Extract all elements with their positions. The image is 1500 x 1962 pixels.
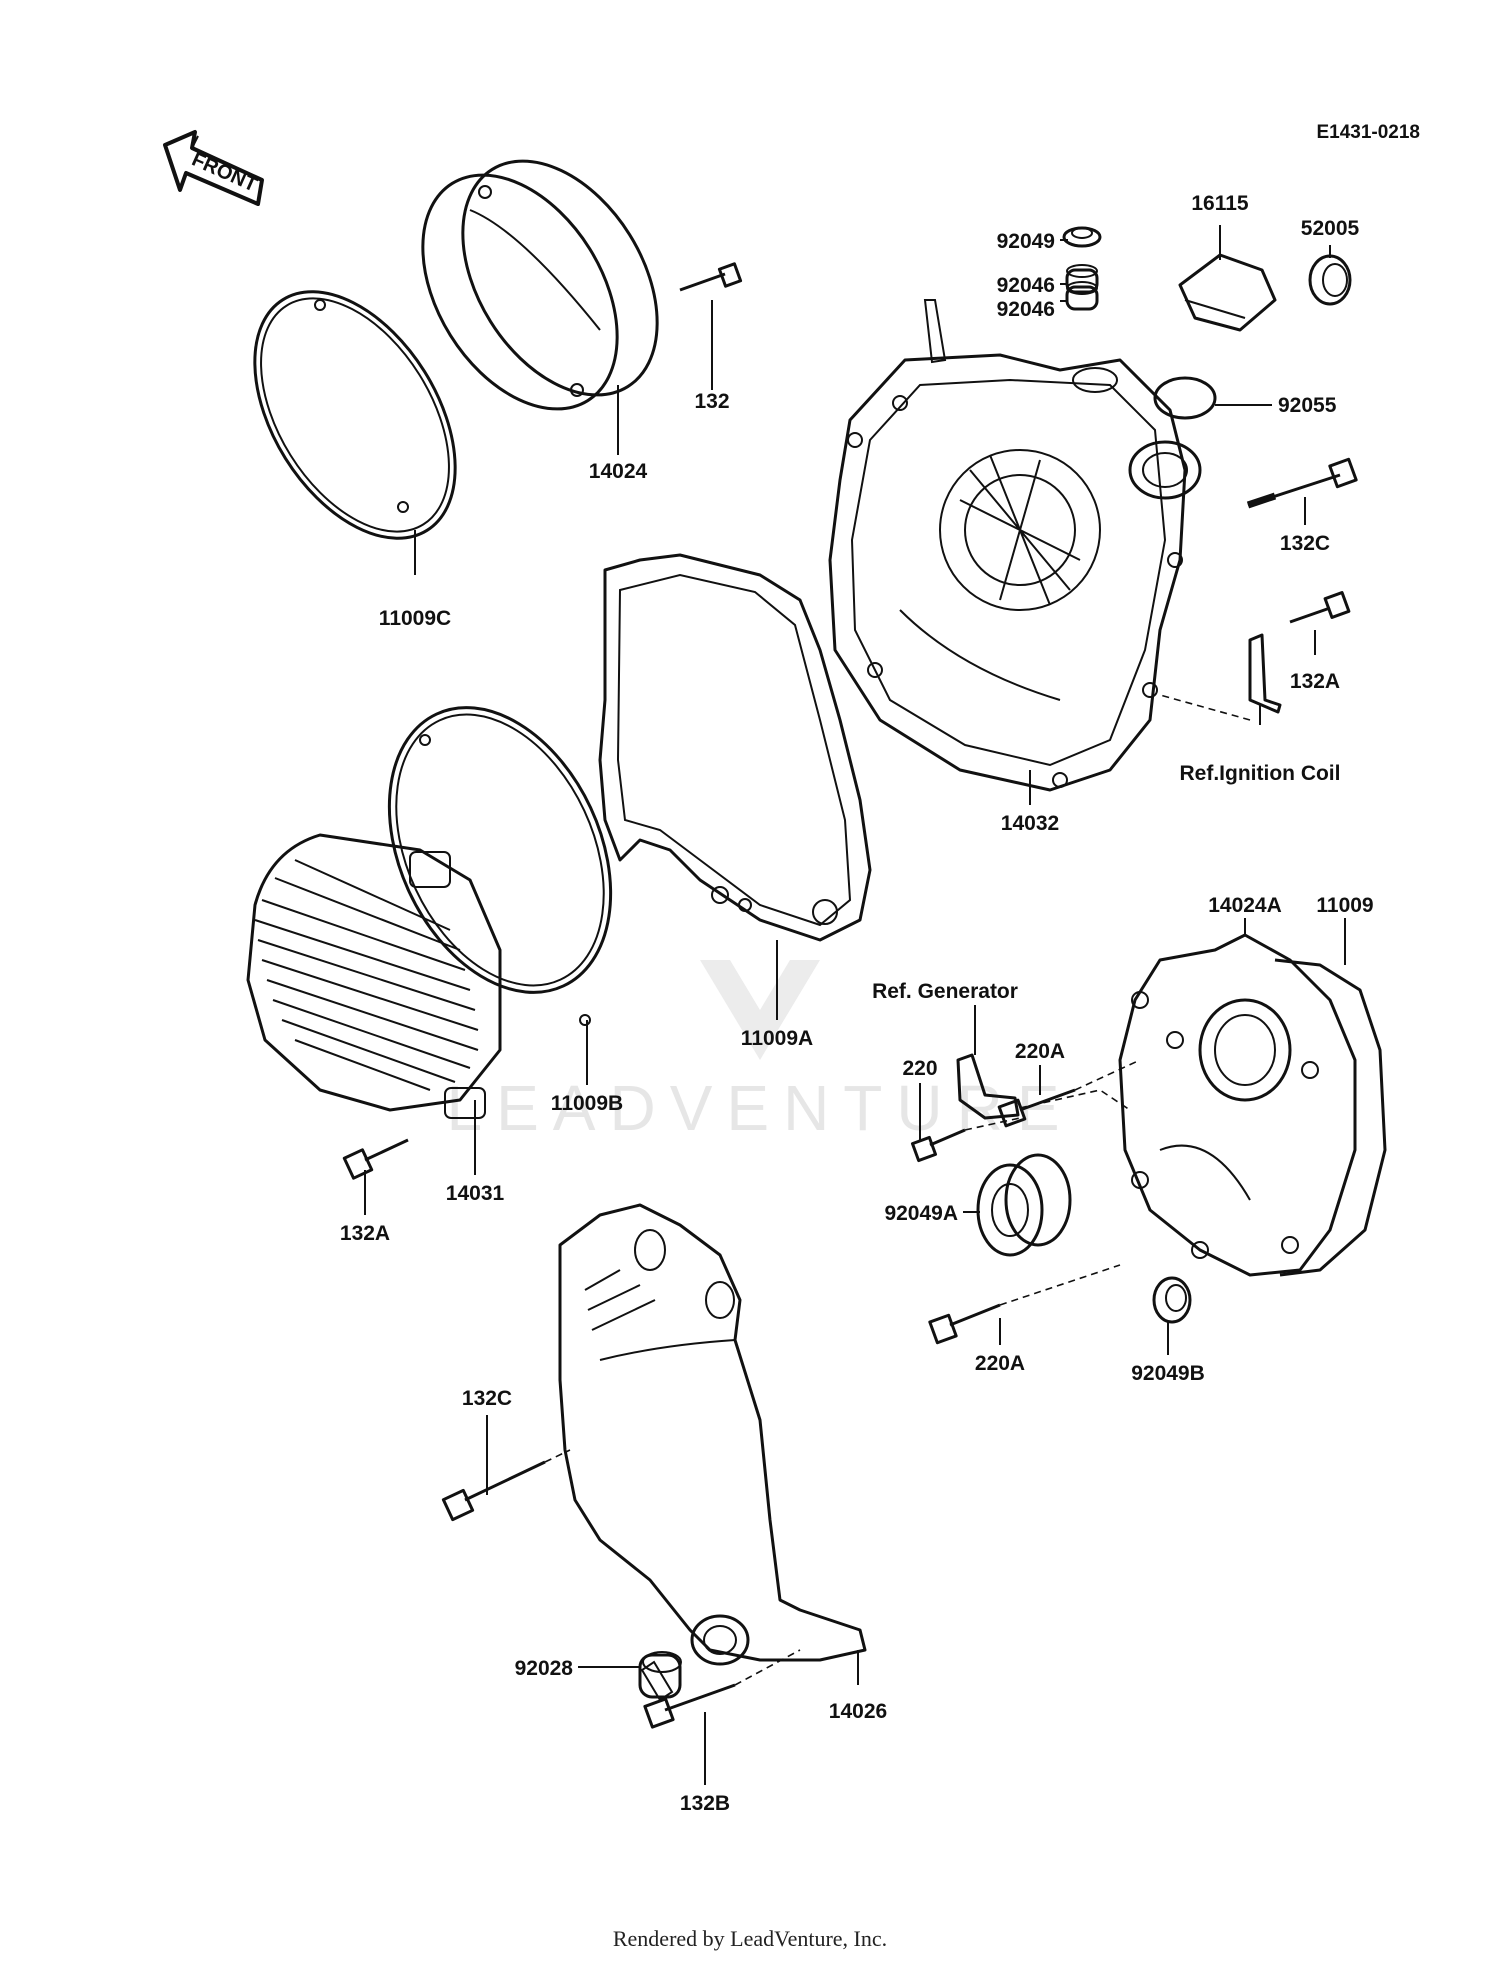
callout-14032: 14032 xyxy=(1001,812,1059,835)
callouts: 11009C 14024 132 92049 92046 92046 16115… xyxy=(340,192,1374,1815)
callout-132A-right: 132A xyxy=(1290,670,1340,693)
callout-132C-top: 132C xyxy=(1280,532,1330,555)
callout-92028: 92028 xyxy=(515,1657,574,1680)
callout-52005: 52005 xyxy=(1301,217,1360,240)
cover-14026 xyxy=(558,1203,867,1666)
callout-132B: 132B xyxy=(680,1792,730,1815)
front-arrow-icon: FRONT xyxy=(163,130,264,206)
bolt-132-top xyxy=(679,262,743,292)
bolt-132C-bottom xyxy=(441,1460,546,1522)
filler-cap-16115 xyxy=(1178,253,1277,332)
callout-92049B: 92049B xyxy=(1131,1362,1205,1385)
gasket-11009C xyxy=(253,290,457,540)
cover-14032 xyxy=(828,299,1202,792)
callout-92046-a: 92046 xyxy=(997,274,1055,297)
callout-92055: 92055 xyxy=(1278,394,1337,417)
bolt-132A-right xyxy=(1289,591,1351,624)
leader-lines xyxy=(364,225,1346,1785)
gasket-11009 xyxy=(1274,958,1387,1277)
callout-11009B: 11009B xyxy=(551,1092,623,1115)
callout-11009C: 11009C xyxy=(379,607,451,630)
ignition-coil-bracket xyxy=(1248,633,1282,714)
assembly-lines xyxy=(544,694,1251,1686)
seal-92049 xyxy=(1062,226,1102,248)
o-ring-92055 xyxy=(1153,376,1217,420)
callout-220A-bottom: 220A xyxy=(975,1352,1025,1375)
seal-92049B xyxy=(1152,1276,1192,1324)
cover-14031 xyxy=(246,833,502,1119)
bolt-132C-top xyxy=(1246,457,1358,509)
drawing-code: E1431-0218 xyxy=(1316,122,1420,143)
callout-14031: 14031 xyxy=(446,1182,505,1205)
callout-16115: 16115 xyxy=(1191,192,1249,215)
callout-220: 220 xyxy=(902,1057,937,1080)
seal-92046-a xyxy=(1065,264,1099,294)
callout-92049: 92049 xyxy=(997,230,1055,253)
callout-ref-ignition-coil: Ref.Ignition Coil xyxy=(1180,762,1341,785)
callout-132-top: 132 xyxy=(694,390,729,413)
gasket-11009B xyxy=(387,706,613,1026)
bolt-220 xyxy=(910,1128,966,1163)
collar-92028 xyxy=(638,1651,682,1702)
bolt-132A-left xyxy=(342,1138,409,1180)
cover-14024A xyxy=(1118,933,1357,1277)
callout-132A-left: 132A xyxy=(340,1222,390,1245)
callout-220A-top: 220A xyxy=(1015,1040,1065,1063)
footer-credit: Rendered by LeadVenture, Inc. xyxy=(612,1926,888,1951)
callout-11009: 11009 xyxy=(1316,894,1373,917)
generator-clip xyxy=(956,1053,1020,1120)
callout-14024A: 14024A xyxy=(1208,894,1282,917)
callout-11009A: 11009A xyxy=(741,1027,813,1050)
seal-92049A xyxy=(976,1153,1072,1257)
watermark-text: LEADVENTURE xyxy=(447,1072,1074,1144)
seal-92046-b xyxy=(1065,281,1099,311)
bolt-132B xyxy=(643,1683,736,1729)
seal-52005 xyxy=(1308,254,1352,306)
callout-132C-bottom: 132C xyxy=(462,1387,512,1410)
gasket-11009A xyxy=(598,553,872,942)
callout-14024: 14024 xyxy=(589,460,648,483)
callout-92049A: 92049A xyxy=(884,1202,958,1225)
cover-14024 xyxy=(421,159,659,411)
callout-ref-generator: Ref. Generator xyxy=(872,980,1018,1003)
callout-92046-b: 92046 xyxy=(997,298,1055,321)
callout-14026: 14026 xyxy=(829,1700,887,1723)
bolt-220A-bottom xyxy=(928,1303,1001,1345)
